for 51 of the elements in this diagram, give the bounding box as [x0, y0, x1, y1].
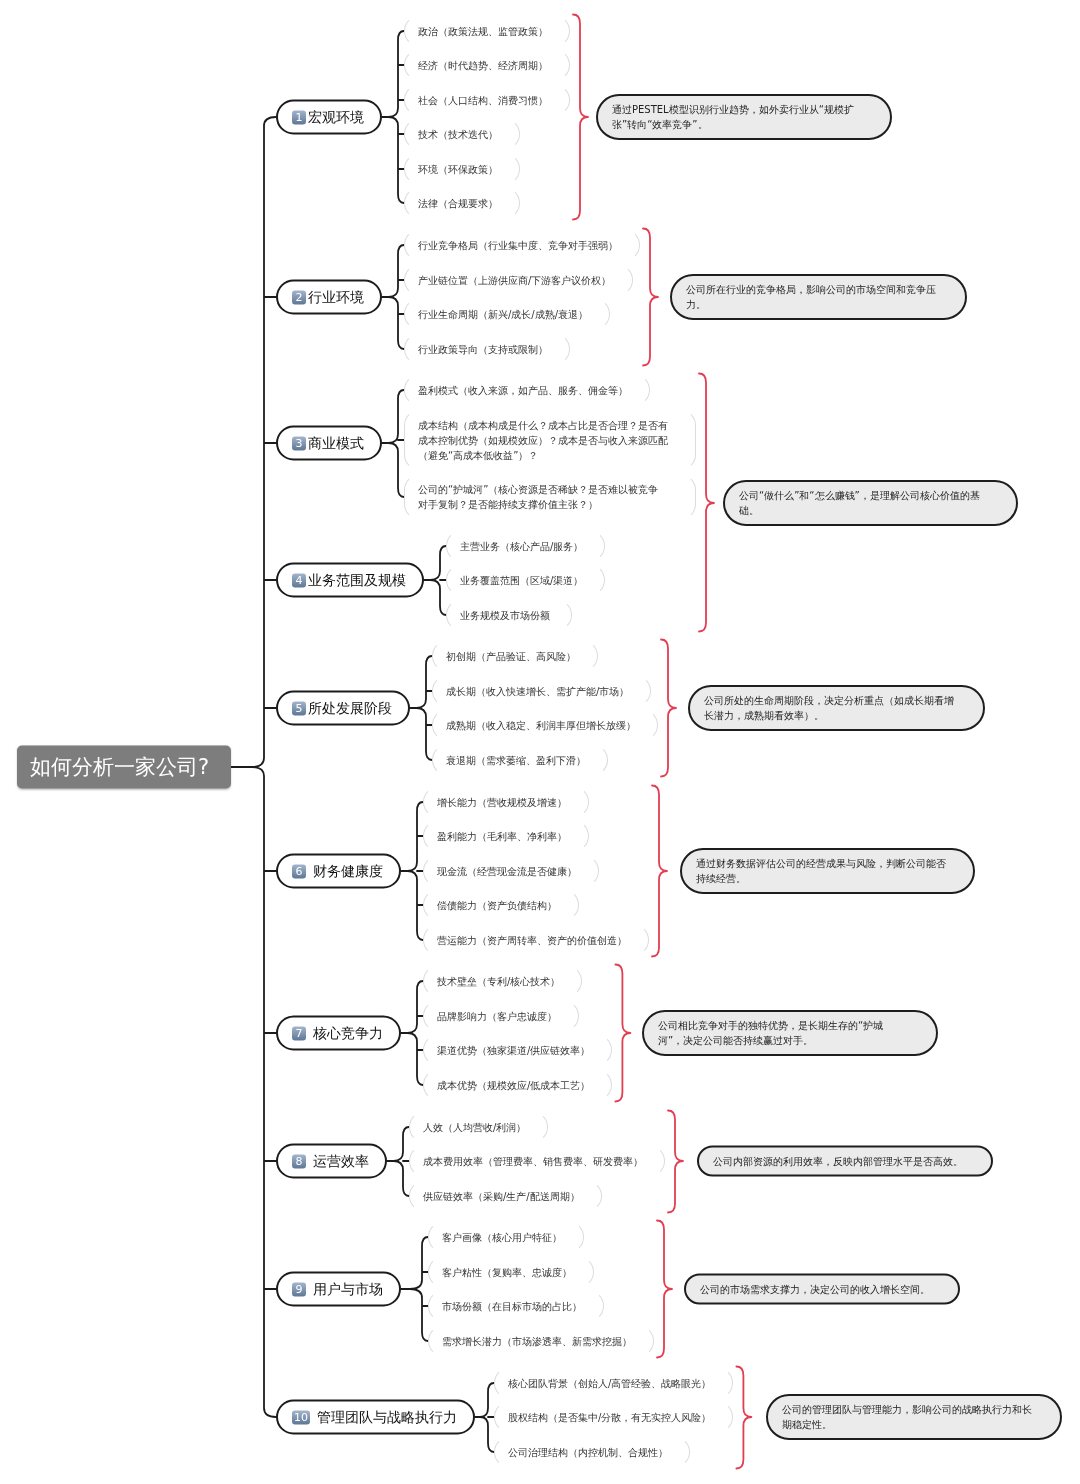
topic-label: 运营效率 — [313, 1152, 369, 1170]
number-badge: 3 — [292, 436, 306, 450]
number-badge: 4 — [292, 573, 306, 587]
topic-pill — [276, 1271, 401, 1307]
brace-connector — [381, 389, 405, 498]
summary-pill: 公司所处的生命周期阶段，决定分析重点（如成长期看增长潜力，成熟期看效率）。 — [688, 685, 985, 731]
topic-label: 核心竞争力 — [313, 1024, 383, 1042]
number-badge: 2 — [292, 290, 306, 304]
summary-pill: 公司所在行业的竞争格局，影响公司的市场空间和竞争压力。 — [670, 274, 967, 320]
number-badge: 5 — [292, 701, 306, 715]
brace-connector — [409, 655, 433, 761]
summary-pill: 通过PESTEL模型识别行业趋势，如外卖行业从“规模扩张”转向“效率竞争”。 — [596, 94, 892, 140]
topic-label: 业务范围及规模 — [308, 571, 406, 589]
topic-label: 管理团队与战略执行力 — [317, 1408, 457, 1426]
topic-label: 用户与市场 — [313, 1280, 383, 1298]
topic-pill — [276, 425, 382, 461]
brace-connector — [400, 801, 424, 941]
summary-pill: 公司相比竞争对手的独特优势，是长期生存的“护城河”，决定公司能否持续赢过对手。 — [642, 1010, 938, 1056]
summary-pill: 公司“做什么”和“怎么赚钱”，是理解公司核心价值的基础。 — [723, 480, 1018, 526]
topic-label: 行业环境 — [308, 288, 364, 306]
topic-pill — [276, 1143, 387, 1179]
summary-pill: 通过财务数据评估公司的经营成果与风险，判断公司能否持续经营。 — [680, 848, 975, 894]
topic-pill — [276, 1015, 401, 1051]
number-badge: 7 — [292, 1026, 306, 1040]
number-badge: 10 — [292, 1410, 310, 1424]
summary-pill: 公司内部资源的利用效率，反映内部管理水平是否高效。 — [697, 1145, 993, 1177]
topic-pill — [276, 1399, 475, 1435]
topic-label: 所处发展阶段 — [308, 699, 392, 717]
central-topic-box: 如何分析一家公司? — [17, 745, 232, 789]
brace-connector — [400, 1236, 429, 1342]
number-badge: 1 — [292, 110, 306, 124]
summary-pill: 公司的市场需求支撑力，决定公司的收入增长空间。 — [684, 1273, 960, 1305]
topic-pill — [276, 279, 382, 315]
number-badge: 8 — [292, 1154, 306, 1168]
topic-pill — [276, 99, 382, 135]
topic-label: 财务健康度 — [313, 862, 383, 880]
brace-connector — [423, 545, 447, 616]
topic-pill — [276, 562, 424, 598]
brace-connector — [400, 980, 424, 1086]
number-badge: 9 — [292, 1282, 306, 1296]
brace-connector — [474, 1382, 495, 1453]
topic-label: 宏观环境 — [308, 108, 364, 126]
topic-pill — [276, 690, 410, 726]
summary-pill: 公司的管理团队与管理能力，影响公司的战略执行力和长期稳定性。 — [766, 1394, 1062, 1440]
brace-connector — [386, 1126, 410, 1197]
brace-connector — [230, 116, 277, 1418]
brace-connector — [381, 244, 405, 350]
number-badge: 6 — [292, 864, 306, 878]
topic-pill — [276, 853, 401, 889]
topic-label: 商业模式 — [308, 434, 364, 452]
brace-connector — [381, 30, 405, 204]
